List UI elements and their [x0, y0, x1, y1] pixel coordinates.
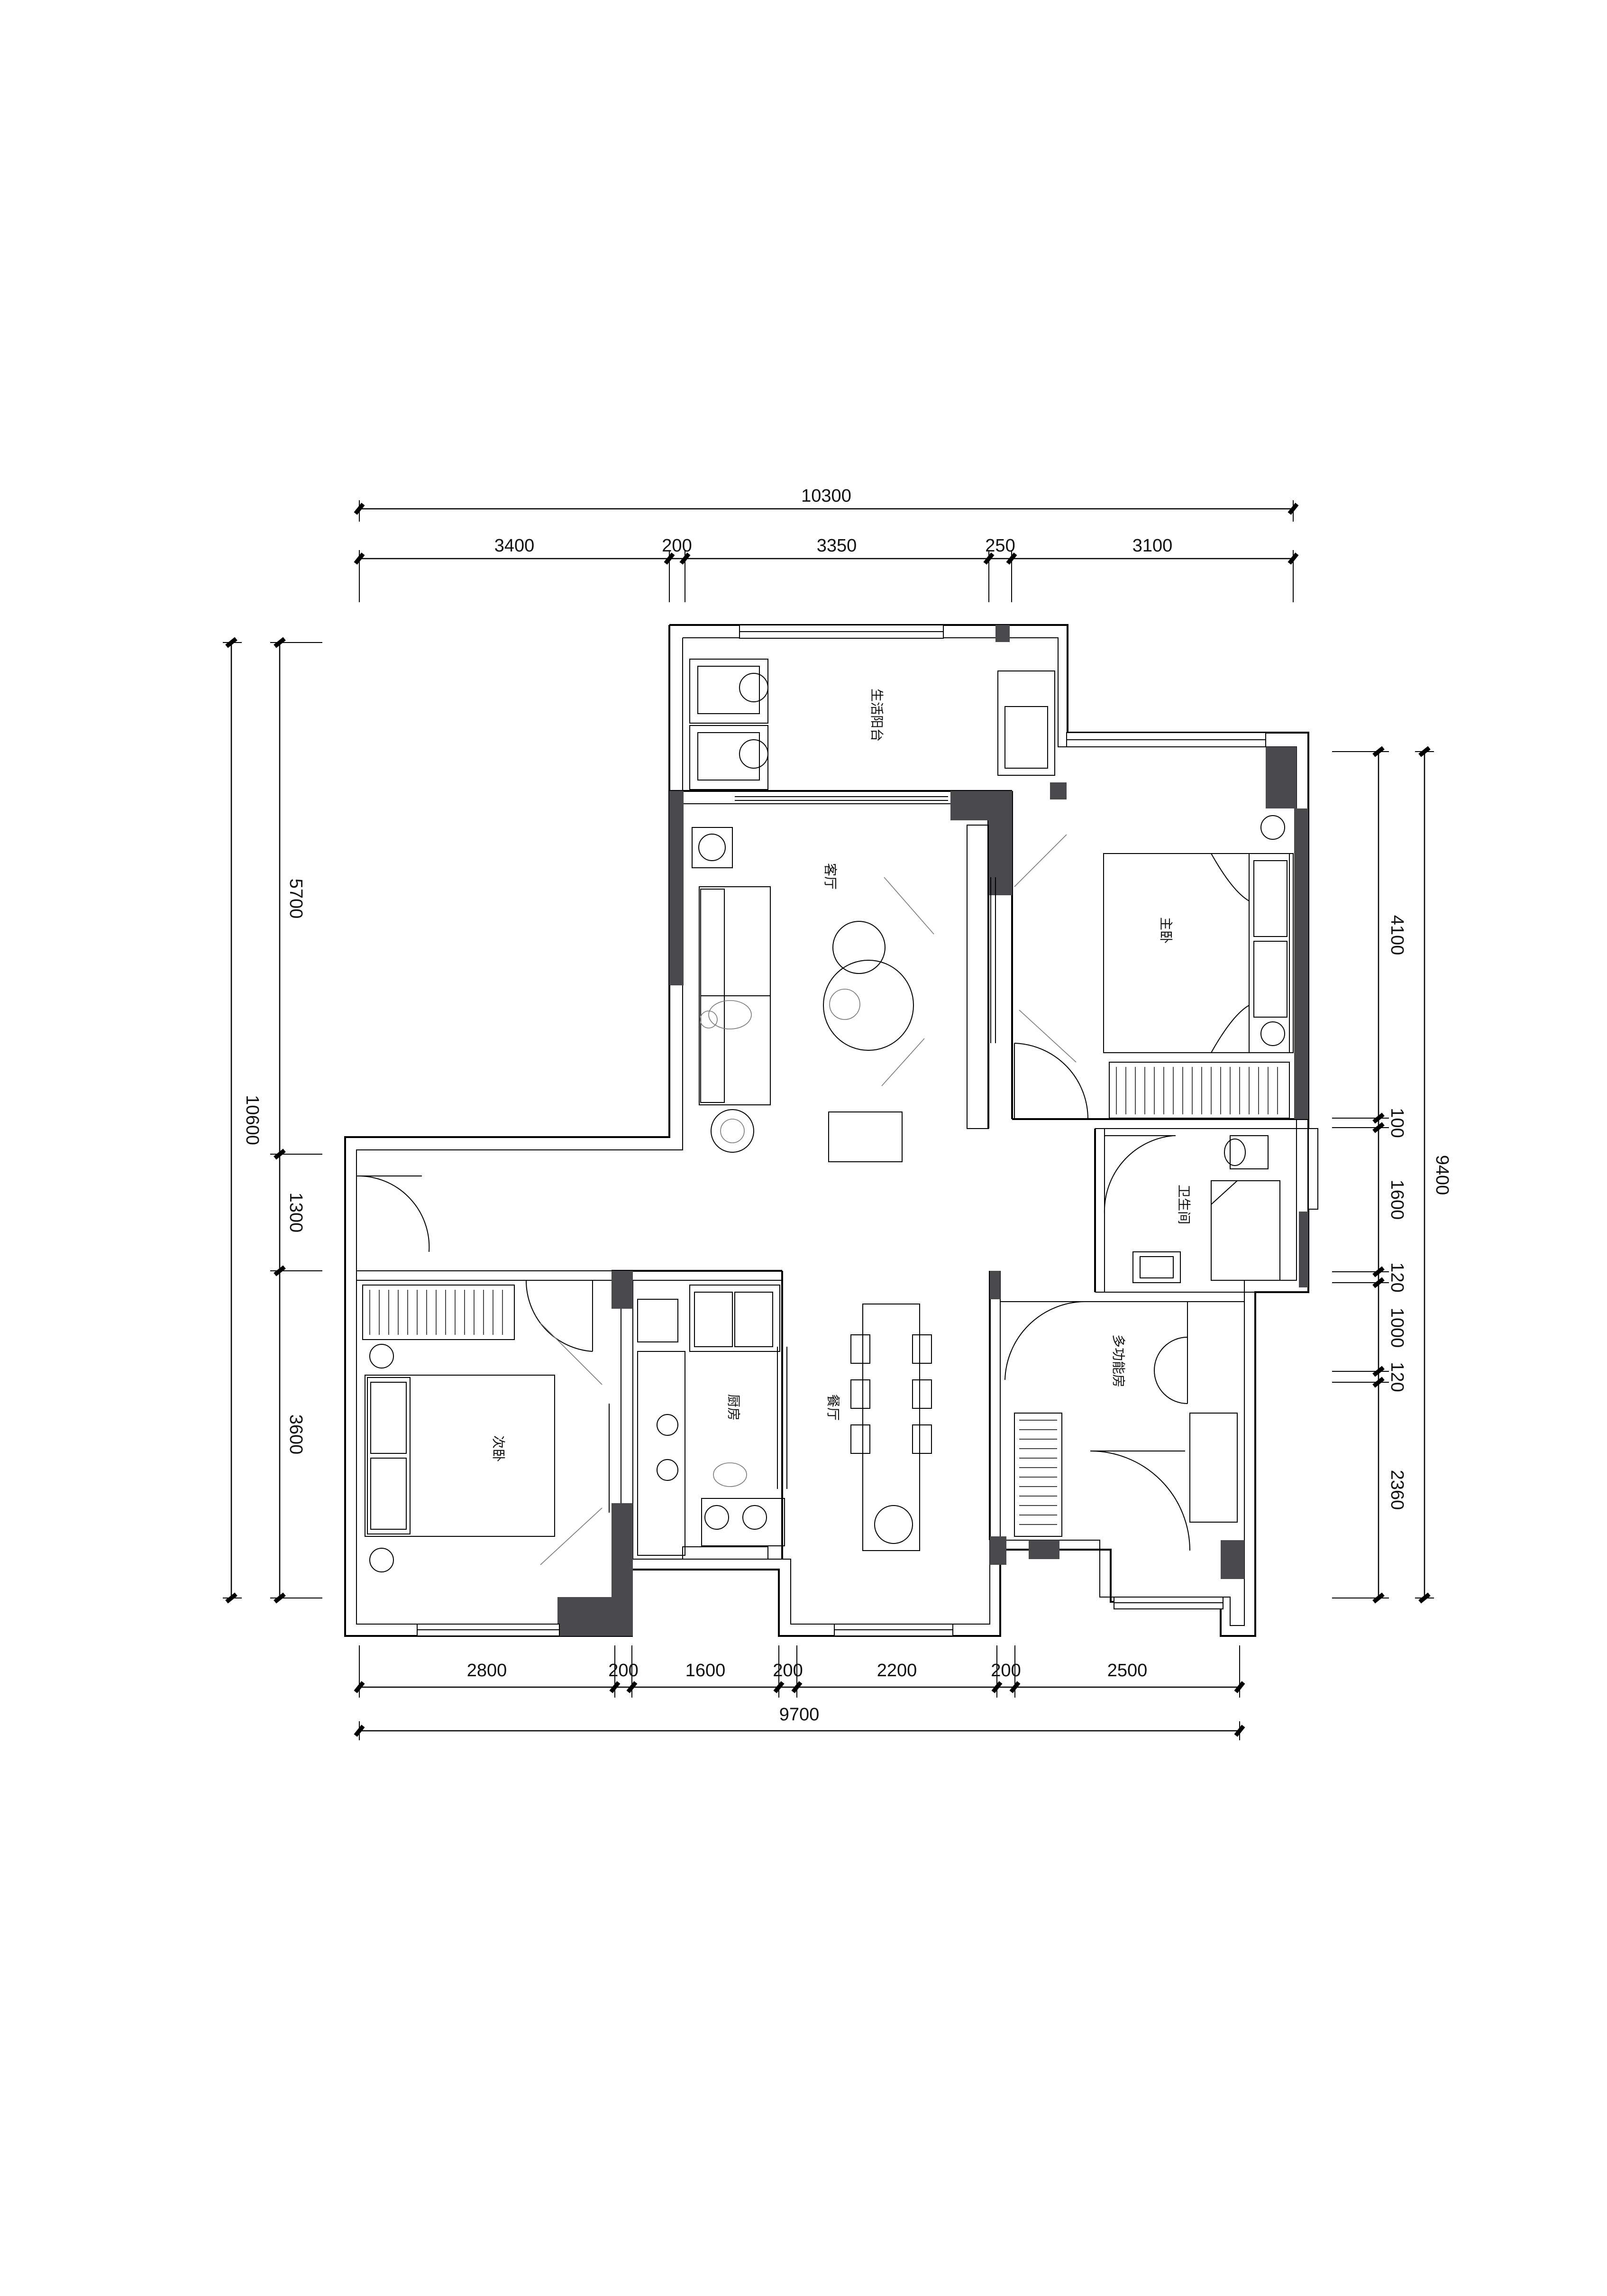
- dim-top-overall: 10300: [801, 486, 851, 506]
- windows: [417, 625, 1318, 1636]
- dim-left-segment: 5700: [286, 879, 306, 919]
- dim-right-overall: 9400: [1432, 1155, 1452, 1195]
- dim-bottom-segment: 2200: [877, 1661, 917, 1681]
- dim-top-segment: 3100: [1132, 536, 1173, 556]
- room-label-multi-room: 多功能房: [1111, 1334, 1126, 1387]
- room-label-kitchen: 厨房: [726, 1394, 741, 1421]
- dim-right-segment: 1000: [1387, 1308, 1407, 1348]
- dim-top-segment: 3400: [494, 536, 535, 556]
- dim-bottom-segment: 2500: [1107, 1661, 1148, 1681]
- dimension-labels: 10300 3400 200 3350 250 3100 2800 200 16…: [242, 486, 1452, 1725]
- dim-bottom-overall: 9700: [779, 1705, 820, 1725]
- furniture: [362, 659, 1294, 1572]
- dim-bottom-segment: 2800: [467, 1661, 507, 1681]
- room-labels: 生活阳台 客厅 主卧 卫生间 多功能房 次卧 厨房 餐厅: [491, 689, 1191, 1462]
- doors: [356, 825, 1238, 1551]
- walls: [344, 624, 1309, 1637]
- dim-top-segment: 250: [985, 536, 1015, 556]
- dim-bottom-segment: 200: [608, 1661, 638, 1681]
- room-label-balcony: 生活阳台: [869, 689, 884, 742]
- room-label-bathroom: 卫生间: [1177, 1185, 1191, 1224]
- dim-bottom-segment: 200: [773, 1661, 803, 1681]
- dim-right-segment: 1600: [1387, 1180, 1407, 1220]
- room-label-second-bedroom: 次卧: [491, 1435, 506, 1462]
- dim-top-segment: 3350: [817, 536, 857, 556]
- dim-right-segment: 100: [1387, 1108, 1407, 1138]
- dim-bottom-segment: 200: [991, 1661, 1021, 1681]
- dim-left-segment: 1300: [286, 1193, 306, 1233]
- room-label-master-bedroom: 主卧: [1159, 917, 1173, 944]
- dim-left-segment: 3600: [286, 1414, 306, 1455]
- dim-bottom-segment: 1600: [685, 1661, 726, 1681]
- dimension-lines: [223, 500, 1434, 1740]
- dim-right-segment: 4100: [1387, 915, 1407, 955]
- room-label-living-room: 客厅: [823, 863, 838, 890]
- columns: [557, 625, 1308, 1636]
- room-label-dining-room: 餐厅: [826, 1394, 840, 1421]
- dim-top-segment: 200: [662, 536, 692, 556]
- dim-left-overall: 10600: [242, 1095, 262, 1145]
- dim-right-segment: 2360: [1387, 1470, 1407, 1510]
- dim-right-segment: 120: [1387, 1262, 1407, 1292]
- dim-right-segment: 120: [1387, 1362, 1407, 1392]
